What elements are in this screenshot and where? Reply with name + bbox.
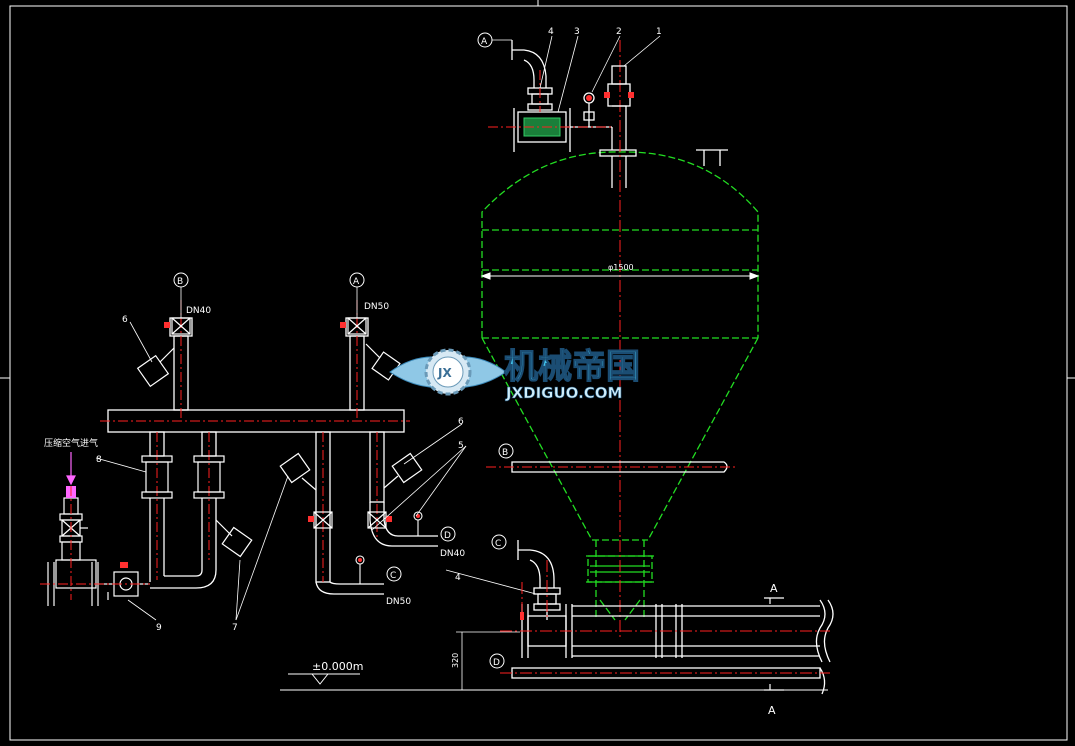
air-inlet-arrow	[66, 452, 76, 486]
valve-9-red	[120, 562, 128, 568]
vessel-diameter-dim	[480, 272, 760, 280]
pipe-label-dn40-top: DN40	[186, 306, 211, 316]
callout-4-top: 4	[548, 27, 554, 37]
pipe-label-dn40-right: DN40	[440, 549, 465, 559]
manifold-leaders	[95, 321, 537, 621]
svg-text:C: C	[390, 571, 396, 581]
svg-text:A: A	[481, 37, 488, 47]
valve-red-marks	[164, 322, 392, 522]
conn-marker-B-manifold: B	[173, 272, 189, 318]
watermark-badge: JX	[437, 366, 452, 380]
manifold-centerlines	[100, 300, 410, 582]
svg-text:B: B	[177, 277, 183, 287]
left-lines	[149, 498, 438, 595]
top-inlet-centerline	[488, 70, 612, 128]
vessel-top-nozzles	[599, 149, 728, 188]
conn-marker-C-bottom: C	[491, 534, 507, 550]
svg-text:C: C	[495, 539, 501, 549]
svg-text:A: A	[353, 277, 360, 287]
top-leaders	[539, 35, 661, 113]
svg-text:B: B	[502, 448, 508, 458]
watermark-cn: 机械帝国	[504, 347, 640, 387]
sight-glass-left	[141, 455, 225, 499]
air-inlet-centerline	[40, 486, 150, 600]
air-inlet-label: 压缩空气进气	[44, 437, 98, 449]
callout-6-right: 6	[458, 417, 464, 427]
callout-2: 2	[616, 27, 622, 37]
conn-marker-C-manifold: C	[386, 566, 402, 582]
elevation-label: ±0.000m	[312, 660, 363, 673]
conn-marker-A-manifold: A	[349, 272, 365, 318]
callout-6-left: 6	[122, 315, 128, 325]
callout-4-bottom: 4	[455, 573, 461, 583]
conn-marker-B-vessel: B	[498, 443, 514, 459]
callout-8: 8	[96, 455, 102, 465]
conn-marker-D-manifold: D	[440, 526, 456, 542]
svg-text:D: D	[493, 658, 500, 668]
callout-5: 5	[458, 441, 464, 451]
section-label-bottom: A	[768, 704, 776, 717]
pipe-label-dn50-top: DN50	[364, 302, 389, 312]
top-valve-red	[586, 92, 634, 101]
section-mark-top	[764, 597, 784, 604]
gauge-small	[355, 511, 423, 584]
bottom-line-centerline	[500, 560, 830, 632]
conn-marker-D-bottom: D	[489, 653, 505, 669]
svg-text:D: D	[444, 531, 451, 541]
pipe-label-dn50-bottom: DN50	[386, 597, 411, 607]
pressure-vessel	[481, 151, 759, 621]
bottom-valve-red	[520, 612, 524, 620]
callout-1: 1	[656, 27, 662, 37]
callout-3: 3	[574, 27, 580, 37]
elevation-marker	[280, 673, 828, 691]
manifold-valves	[136, 317, 423, 558]
callout-9: 9	[156, 623, 162, 633]
dimension-320-label: 320	[451, 653, 460, 668]
conn-marker-A-top: A	[477, 32, 512, 48]
watermark-en: JXDIGUO.COM	[505, 384, 622, 402]
vessel-diameter-label: φ1500	[608, 263, 634, 272]
watermark-logo: JX 机械帝国 JXDIGUO.COM	[389, 346, 641, 402]
section-label-top: A	[770, 582, 778, 595]
callout-7: 7	[232, 623, 238, 633]
dimension-320	[456, 631, 520, 690]
